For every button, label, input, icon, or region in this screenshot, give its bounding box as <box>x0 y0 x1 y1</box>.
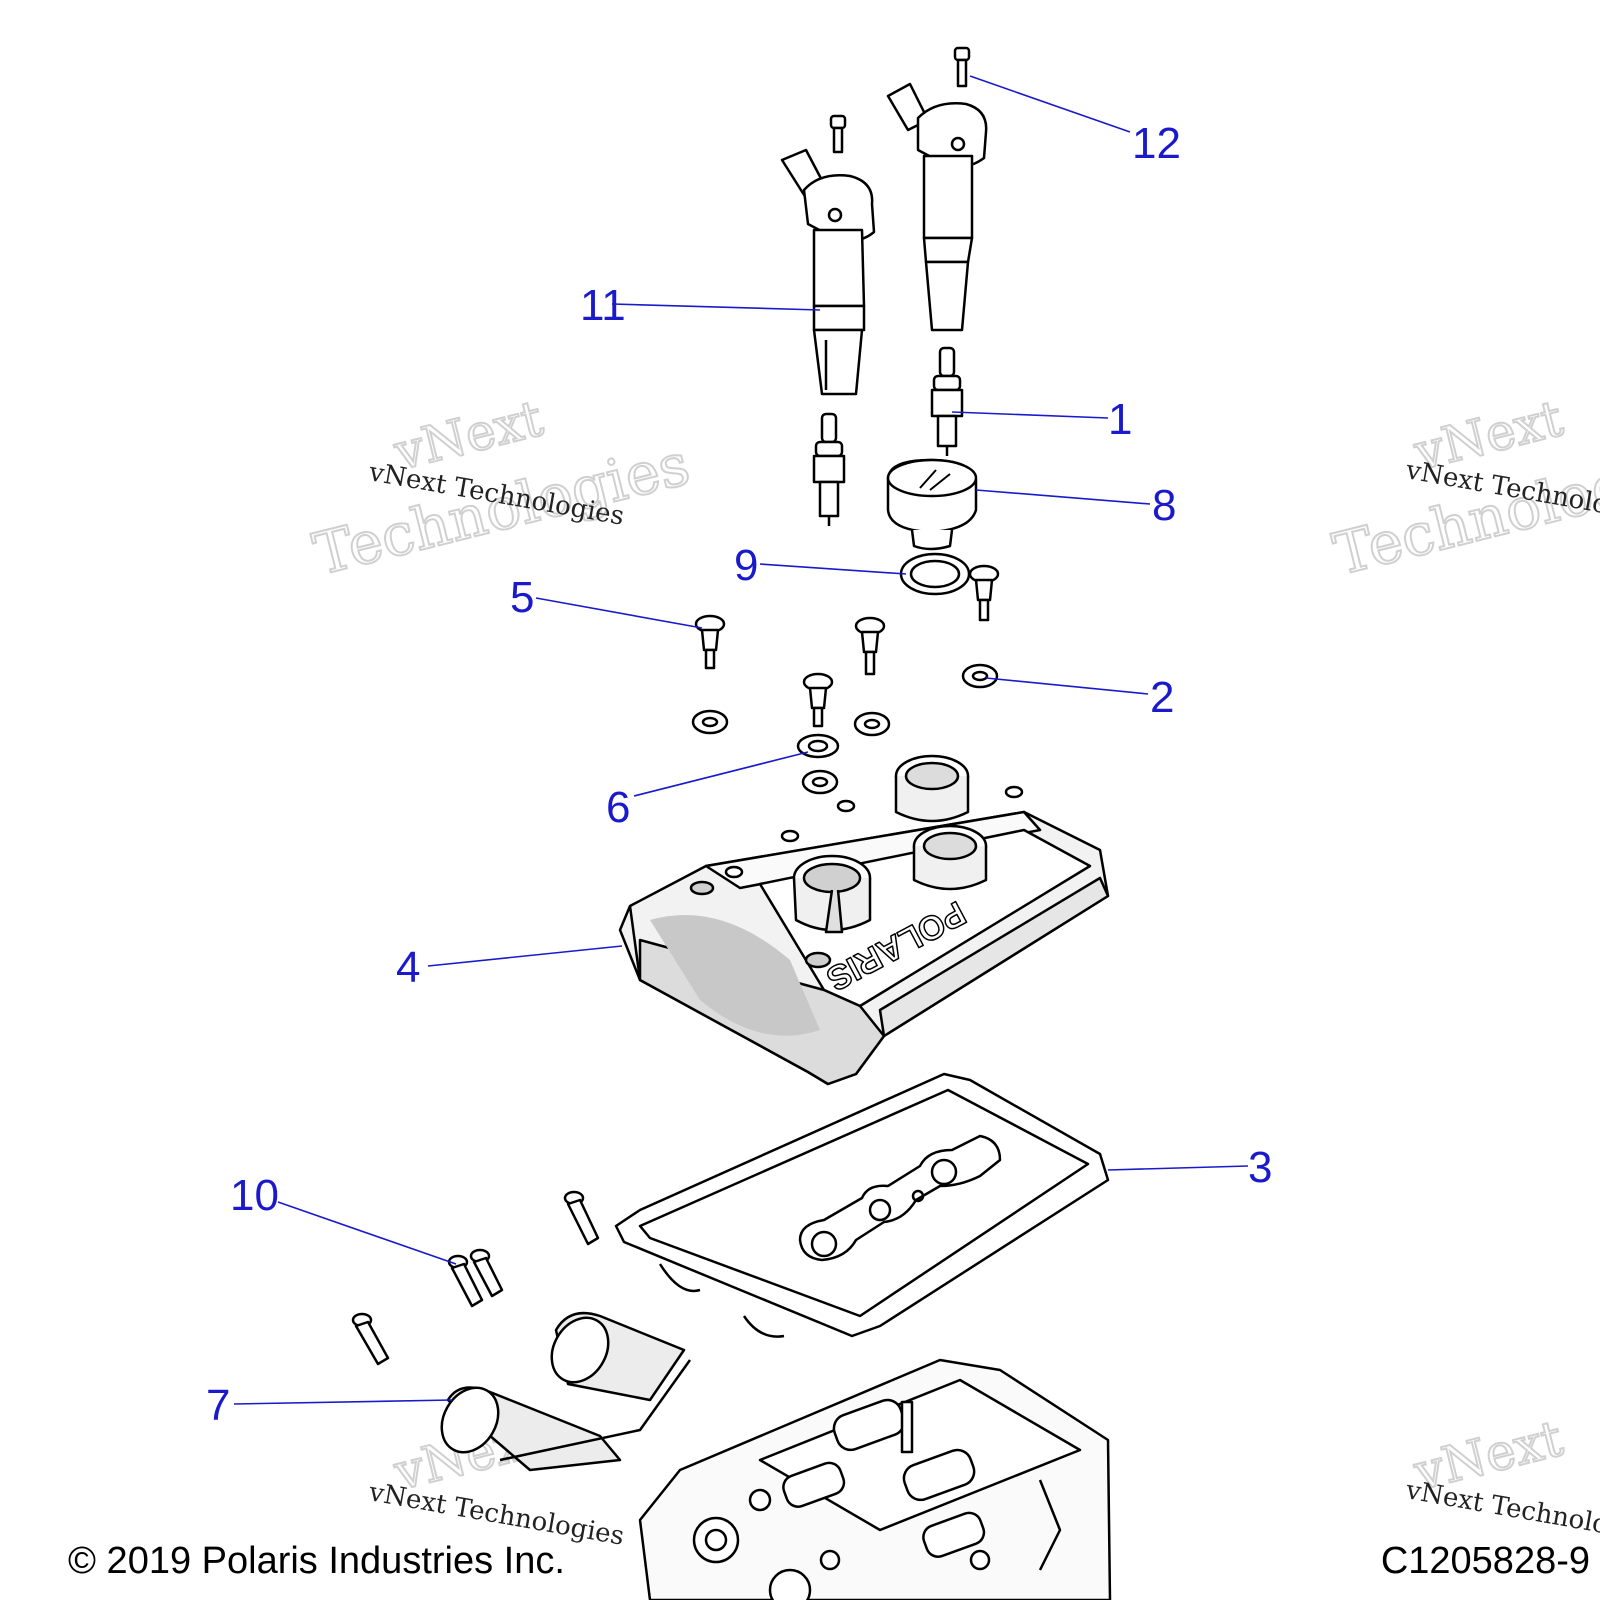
cover-bolt-2 <box>854 616 886 676</box>
grommet-1 <box>961 663 999 689</box>
leader-12 <box>969 75 1131 133</box>
valve-cover: POLARIS <box>618 754 1110 1086</box>
cover-bolt-3 <box>968 564 1000 622</box>
grommet-2 <box>691 709 729 735</box>
ignition-coil-left <box>780 148 876 396</box>
callout-1: 1 <box>1108 395 1132 444</box>
callout-7: 7 <box>206 1381 230 1430</box>
leader-lines <box>233 75 1249 1405</box>
spark-plug-left <box>812 412 846 526</box>
callout-10: 10 <box>230 1171 279 1220</box>
leader-6 <box>633 751 809 797</box>
callout-5: 5 <box>510 573 534 622</box>
cam-bolt-2 <box>447 1254 484 1308</box>
callout-12: 12 <box>1132 119 1181 168</box>
cover-bolt-1 <box>694 614 726 670</box>
watermark-right: vNext Technologies vNext Technologies <box>1326 388 1600 589</box>
callout-11: 11 <box>580 281 626 330</box>
grommet-4 <box>801 769 839 795</box>
oil-filler-cap <box>886 458 978 551</box>
watermark-bottom-right: vNext vNext Technologies <box>1403 1408 1600 1550</box>
spark-plug-right <box>930 346 964 456</box>
leader-4 <box>427 945 623 967</box>
coil-bolt-left <box>829 114 847 154</box>
leader-8 <box>975 489 1151 505</box>
leader-2 <box>985 677 1149 695</box>
leader-11 <box>611 303 821 311</box>
leader-10 <box>277 1201 457 1265</box>
cover-bolt-4 <box>802 672 834 728</box>
watermark-line3: vNext Technologies <box>1403 1475 1600 1550</box>
callout-numbers: 1 2 3 4 5 6 7 8 9 10 11 12 <box>206 119 1272 1430</box>
intake-boot-pair <box>440 1311 692 1472</box>
valve-cover-gasket <box>614 1072 1110 1338</box>
copyright-notice: © 2019 Polaris Industries Inc. <box>68 1540 565 1582</box>
leader-1 <box>951 411 1109 419</box>
callout-6: 6 <box>606 783 630 832</box>
washer <box>796 733 840 759</box>
leader-9 <box>759 563 907 575</box>
coil-bolt-right <box>953 46 971 88</box>
callout-4: 4 <box>396 943 420 992</box>
leader-3 <box>1107 1165 1249 1171</box>
watermark-left: vNext Technologies vNext Technologies <box>306 388 697 589</box>
figure-code: C1205828-9 <box>1380 1540 1590 1582</box>
grommet-3 <box>853 711 891 737</box>
callout-3: 3 <box>1248 1143 1272 1192</box>
cam-bolt-4 <box>351 1312 390 1366</box>
cylinder-head <box>638 1358 1112 1600</box>
leader-7 <box>233 1399 453 1405</box>
callout-2: 2 <box>1150 673 1174 722</box>
o-ring <box>899 552 971 596</box>
callout-9: 9 <box>734 541 758 590</box>
ignition-coil-right <box>886 82 988 332</box>
callout-8: 8 <box>1152 481 1176 530</box>
cam-bolt-3 <box>469 1248 504 1298</box>
cam-bolt-1 <box>563 1190 600 1246</box>
leader-5 <box>535 597 703 629</box>
